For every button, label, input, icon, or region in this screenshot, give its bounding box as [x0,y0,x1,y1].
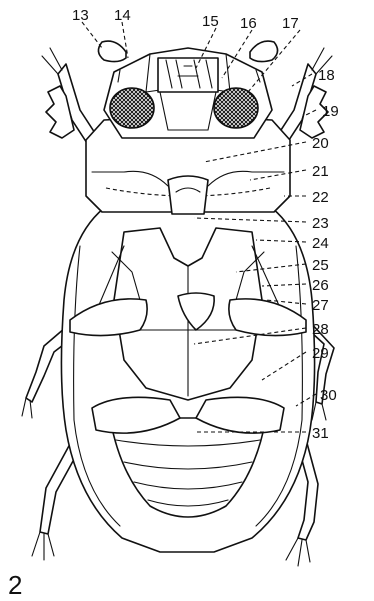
label-31: 31 [312,425,329,442]
label-22: 22 [312,189,329,206]
label-18: 18 [318,67,335,84]
label-25: 25 [312,257,329,274]
compound-eye-left [110,88,154,128]
label-15: 15 [202,13,219,30]
label-30: 30 [320,387,337,404]
label-29: 29 [312,345,329,362]
label-23: 23 [312,215,329,232]
figure-number: 2 [8,570,22,600]
label-26: 26 [312,277,329,294]
label-20: 20 [312,135,329,152]
label-28: 28 [312,321,329,338]
label-14: 14 [114,7,131,24]
label-13: 13 [72,7,89,24]
label-17: 17 [282,15,299,32]
label-19: 19 [322,103,339,120]
label-24: 24 [312,235,329,252]
label-27: 27 [312,297,329,314]
label-21: 21 [312,163,329,180]
compound-eye-right [214,88,258,128]
label-16: 16 [240,15,257,32]
